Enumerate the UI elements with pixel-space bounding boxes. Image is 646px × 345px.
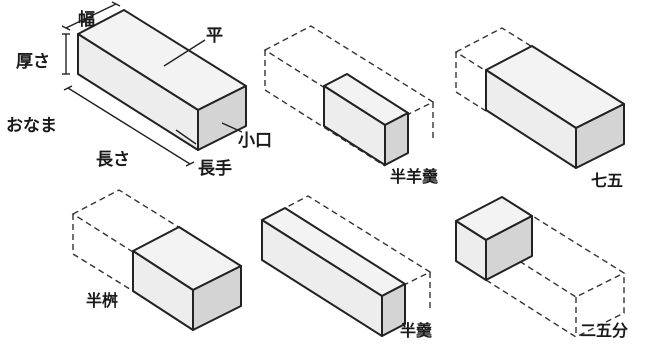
body-label: おなま xyxy=(6,116,57,136)
leader-lines xyxy=(163,39,243,145)
flat-face-label: 平 xyxy=(206,26,223,46)
quarter-label: 二五分 xyxy=(580,321,628,340)
half-masu-brick xyxy=(71,189,243,331)
length-label: 長さ xyxy=(96,150,130,170)
yokan-label: 半羹 xyxy=(400,321,433,340)
end-face-label: 小口 xyxy=(238,131,272,151)
dimension-marks xyxy=(61,1,195,167)
full-brick-end-face xyxy=(197,85,247,151)
three-quarter-label: 七五 xyxy=(591,171,623,190)
yokan-brick xyxy=(260,195,432,337)
half-yokan-label: 半羊羹 xyxy=(390,167,439,186)
half-masu-label: 半桝 xyxy=(86,291,118,310)
thickness-label: 厚さ xyxy=(16,52,50,72)
width-label: 幅 xyxy=(78,9,95,30)
full-brick xyxy=(77,9,247,151)
half-yokan-brick xyxy=(263,25,435,167)
long-face-label: 長手 xyxy=(198,158,232,179)
quarter-brick xyxy=(454,196,626,338)
three-quarter-brick xyxy=(454,27,626,169)
